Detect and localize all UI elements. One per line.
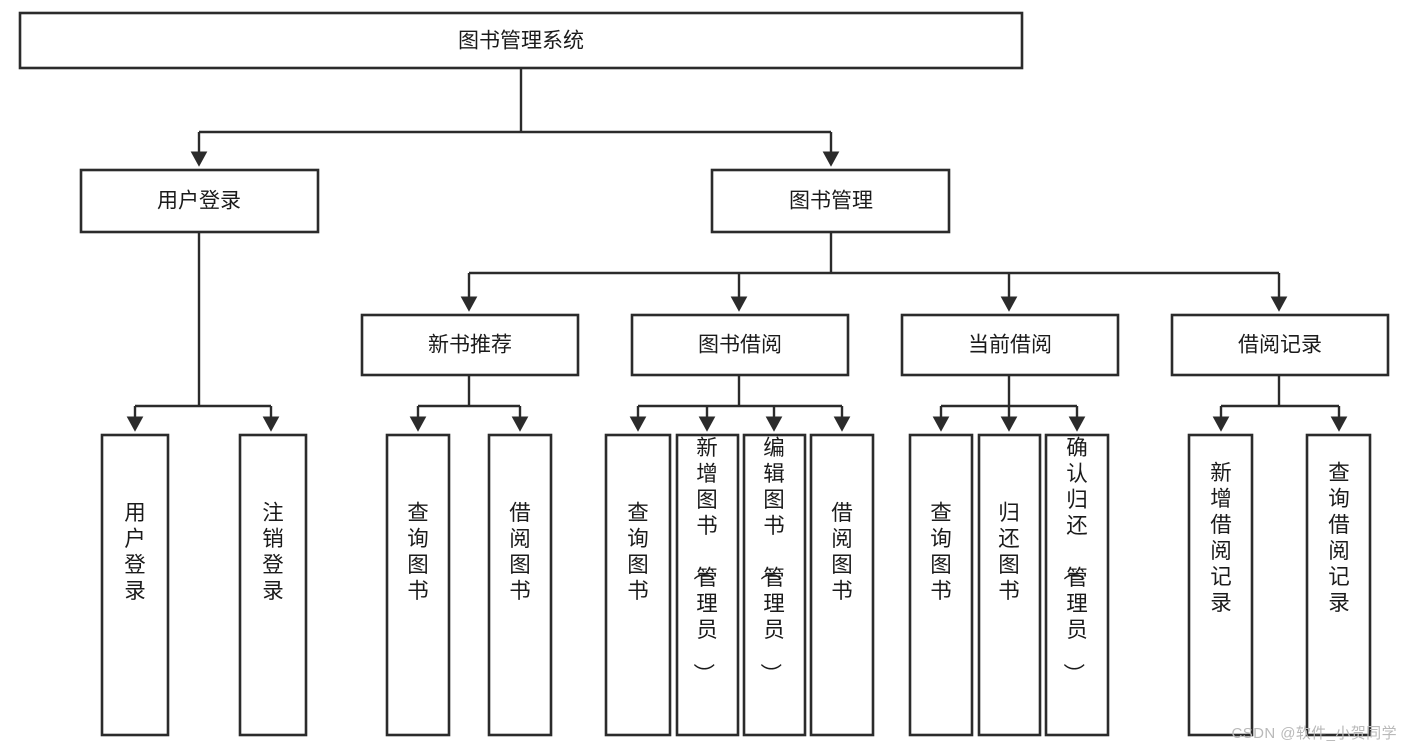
leaf-label: 新增借阅记录	[1210, 461, 1232, 615]
node-root-box[interactable]	[18, 11, 1024, 70]
node-new-book-recommend[interactable]: 新书推荐	[360, 313, 580, 377]
node-current-borrow-box[interactable]	[900, 313, 1120, 377]
node-new-book-recommend-label: 新书推荐	[428, 334, 512, 357]
node-book-borrow[interactable]: 图书借阅	[630, 313, 850, 377]
leaf-label: 新增图书（管理员）	[691, 436, 718, 685]
node-book-borrow-label: 图书借阅	[698, 334, 782, 357]
leaf-label: 确认归还（管理员）	[1061, 436, 1088, 685]
node-book-management-box[interactable]	[710, 168, 951, 234]
leaf-label: 借阅图书	[831, 501, 853, 603]
leaf-box[interactable]	[809, 433, 875, 737]
leaf-node[interactable]: 新增借阅记录	[1187, 433, 1254, 737]
node-user-login[interactable]: 用户登录	[79, 168, 320, 234]
leaf-box[interactable]	[604, 433, 672, 737]
leaf-box[interactable]	[100, 433, 170, 737]
leaf-box[interactable]	[1305, 433, 1372, 737]
leaf-label: 编辑图书（管理员）	[758, 436, 785, 685]
node-book-borrow-box[interactable]	[630, 313, 850, 377]
node-current-borrow-label: 当前借阅	[968, 334, 1052, 357]
leaf-node[interactable]: 借阅图书	[809, 433, 875, 737]
leaf-label: 查询借阅记录	[1328, 461, 1350, 615]
leaf-box[interactable]	[238, 433, 308, 737]
leaf-node[interactable]: 新增图书（管理员）	[675, 433, 740, 737]
leaf-label: 查询图书	[627, 501, 649, 603]
leaf-label: 查询图书	[930, 501, 952, 603]
leaf-node[interactable]: 查询图书	[385, 433, 451, 737]
leaf-label: 归还图书	[998, 501, 1020, 603]
node-user-login-label: 用户登录	[157, 190, 241, 213]
leaf-box[interactable]	[908, 433, 974, 737]
leaf-label: 查询图书	[407, 501, 429, 603]
node-root-label: 图书管理系统	[458, 30, 584, 53]
node-borrow-records-label: 借阅记录	[1238, 334, 1322, 357]
leaf-box[interactable]	[675, 433, 740, 737]
leaf-label: 注销登录	[262, 501, 284, 603]
node-borrow-records-box[interactable]	[1170, 313, 1390, 377]
leaf-node[interactable]: 归还图书	[977, 433, 1042, 737]
connector-layer	[126, 68, 1348, 432]
leaf-node[interactable]: 查询图书	[908, 433, 974, 737]
leaf-box[interactable]	[487, 433, 553, 737]
leaf-box[interactable]	[1044, 433, 1110, 737]
node-user-login-box[interactable]	[79, 168, 320, 234]
node-book-management[interactable]: 图书管理	[710, 168, 951, 234]
node-root[interactable]: 图书管理系统	[18, 11, 1024, 70]
node-borrow-records[interactable]: 借阅记录	[1170, 313, 1390, 377]
leaf-label: 用户登录	[124, 501, 146, 603]
leaf-node[interactable]: 确认归还（管理员）	[1044, 433, 1110, 737]
leaf-node[interactable]: 注销登录	[238, 433, 308, 737]
leaf-box[interactable]	[977, 433, 1042, 737]
csdn-watermark: CSDN @软件_小贺同学	[1231, 725, 1397, 742]
node-new-book-recommend-box[interactable]	[360, 313, 580, 377]
leaf-node[interactable]: 查询图书	[604, 433, 672, 737]
leaf-box[interactable]	[742, 433, 807, 737]
node-current-borrow[interactable]: 当前借阅	[900, 313, 1120, 377]
leaf-node[interactable]: 借阅图书	[487, 433, 553, 737]
node-book-management-label: 图书管理	[789, 190, 873, 213]
leaf-node[interactable]: 编辑图书（管理员）	[742, 433, 807, 737]
leaf-node[interactable]: 查询借阅记录	[1305, 433, 1372, 737]
leaf-box[interactable]	[385, 433, 451, 737]
leaf-box[interactable]	[1187, 433, 1254, 737]
leaf-node[interactable]: 用户登录	[100, 433, 170, 737]
leaf-label: 借阅图书	[509, 501, 531, 603]
